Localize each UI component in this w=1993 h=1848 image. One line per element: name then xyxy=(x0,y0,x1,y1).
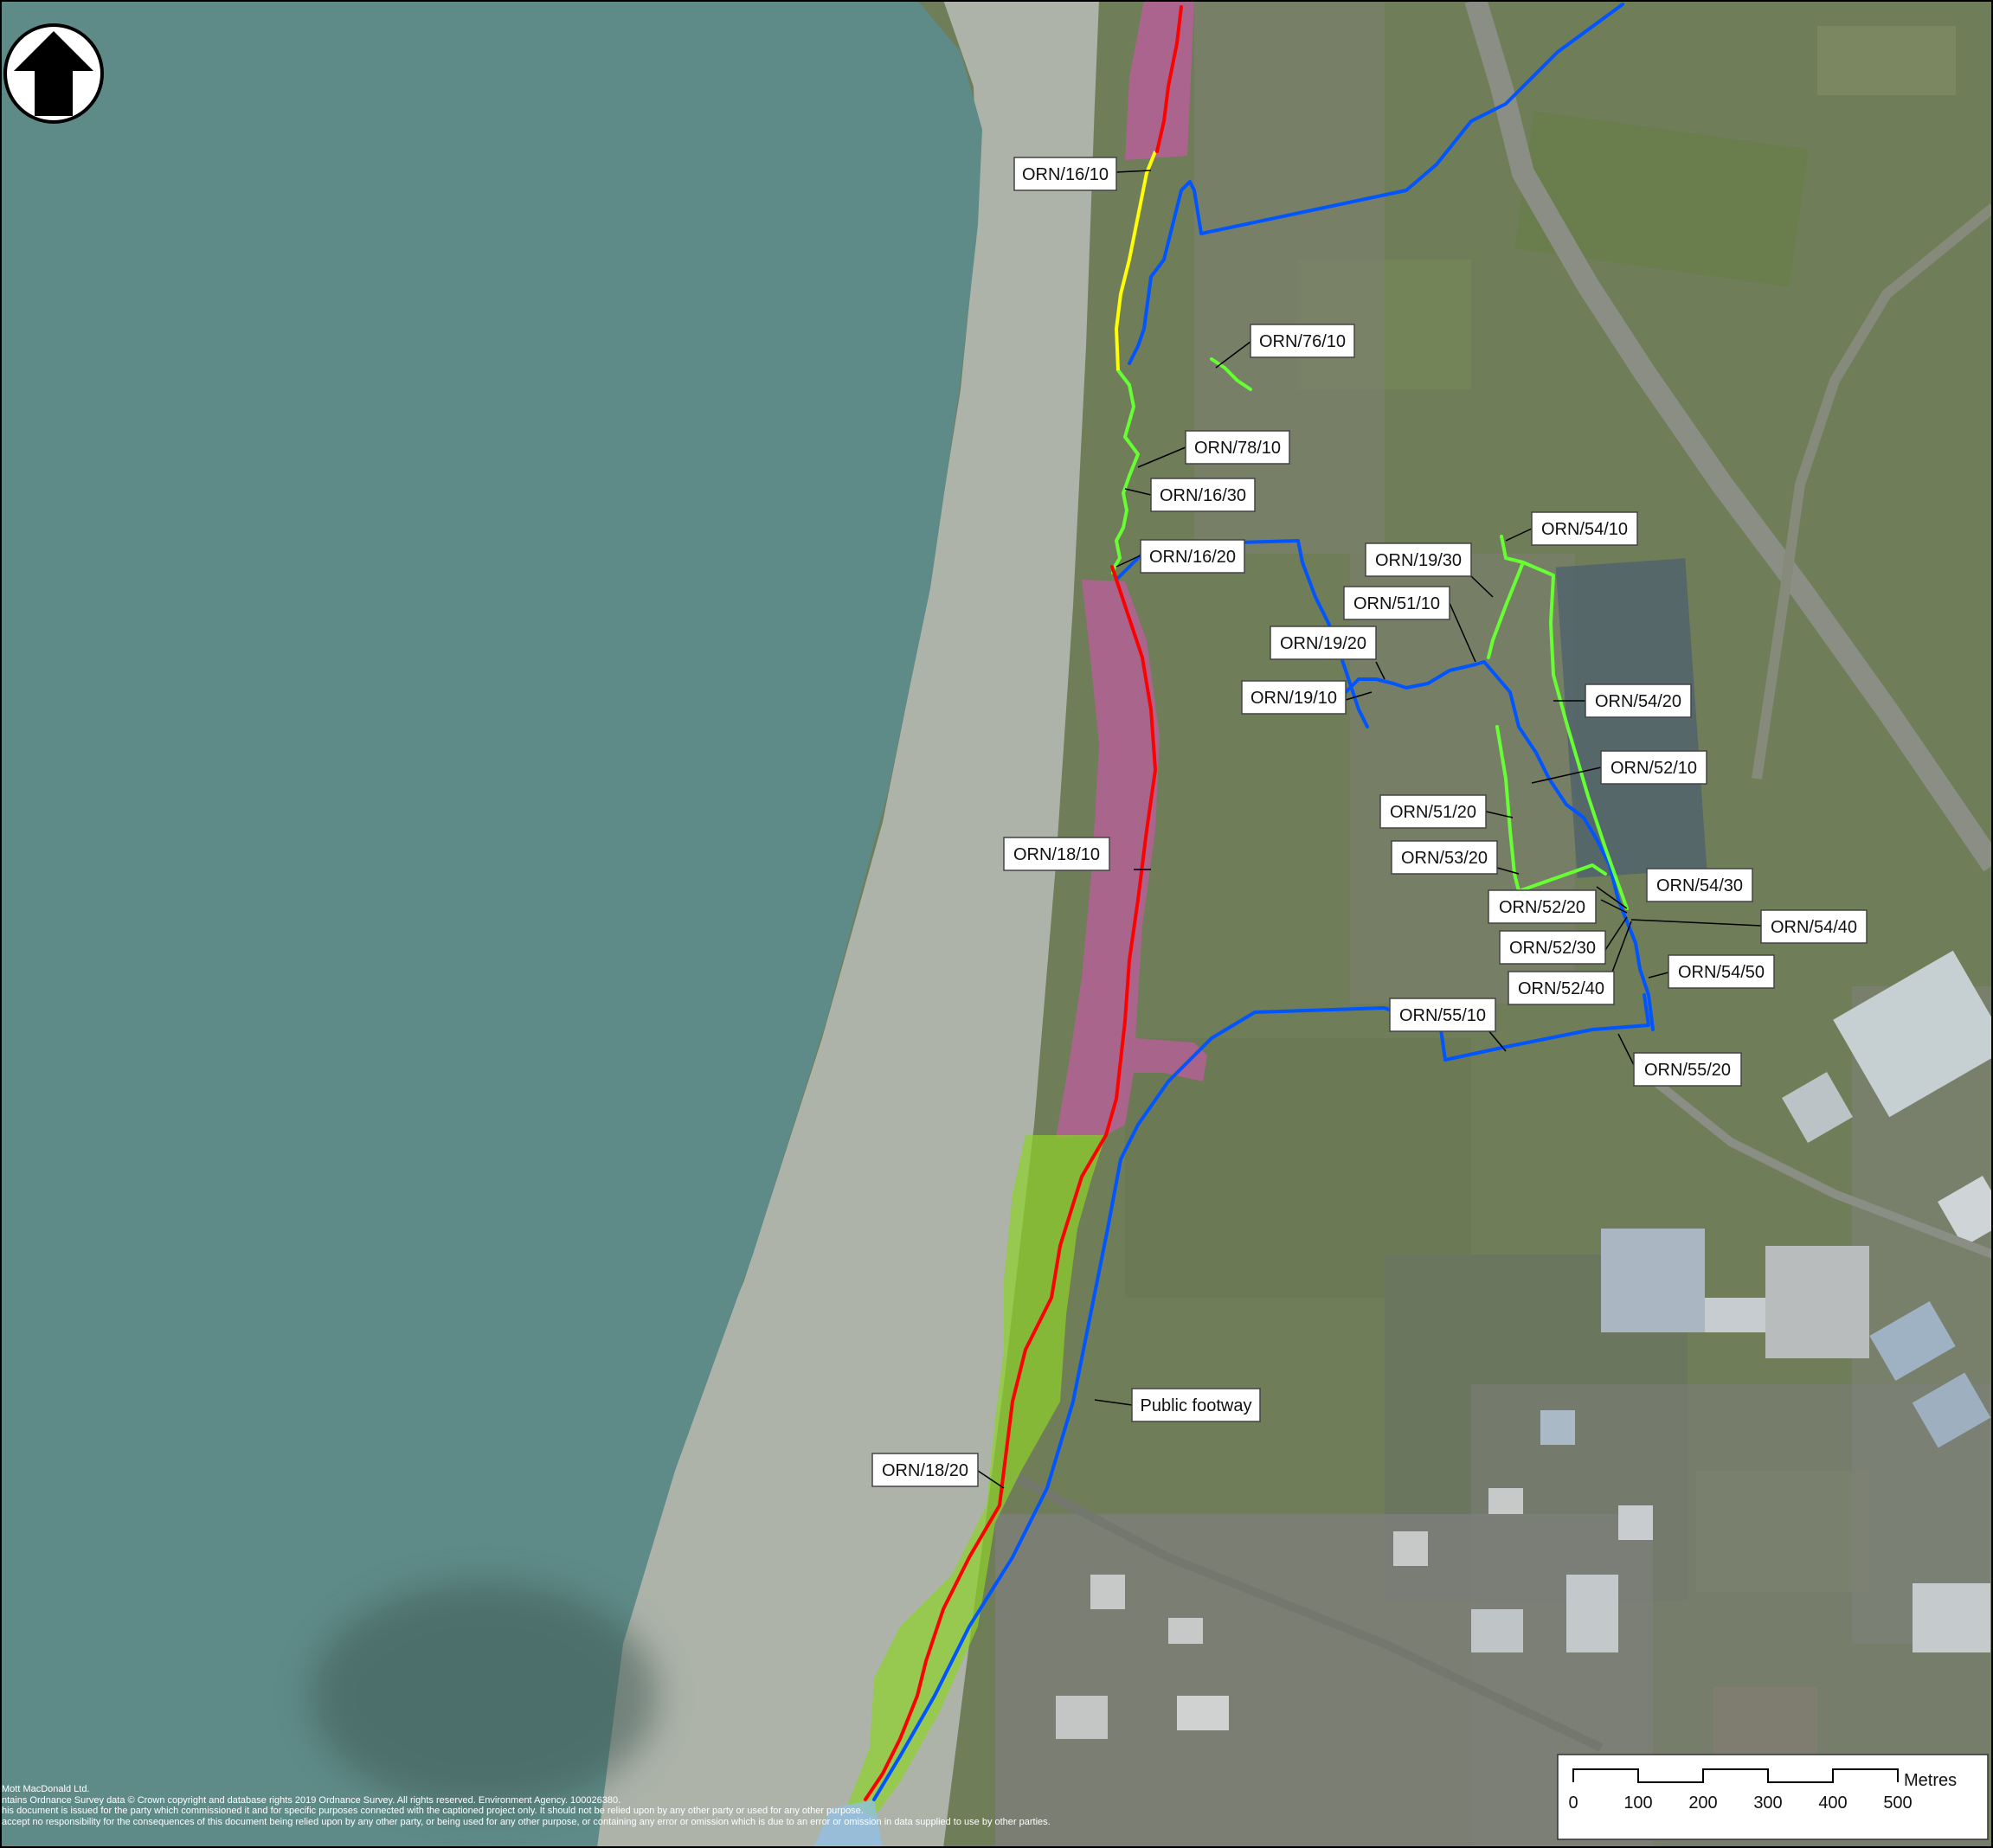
svg-text:ORN/54/50: ORN/54/50 xyxy=(1678,963,1765,982)
label-orn-19-20: ORN/19/20 xyxy=(1270,626,1377,660)
svg-text:ORN/51/20: ORN/51/20 xyxy=(1390,803,1476,822)
zone-lightblue xyxy=(813,1800,883,1848)
label-orn-18-10: ORN/18/10 xyxy=(1003,837,1110,871)
railway xyxy=(1001,1466,1604,1752)
scale-tick-200: 200 xyxy=(1688,1793,1717,1813)
label-orn-51-20: ORN/51/20 xyxy=(1379,794,1487,829)
credit-line: accept no responsibility for the consequ… xyxy=(2,1816,1051,1827)
svg-text:ORN/54/20: ORN/54/20 xyxy=(1595,692,1681,711)
routes-green xyxy=(1111,357,1629,910)
label-orn-16-30: ORN/16/30 xyxy=(1150,478,1256,512)
label-orn-55-20: ORN/55/20 xyxy=(1633,1052,1742,1087)
scale-tick-100: 100 xyxy=(1623,1793,1652,1813)
scale-bar: Metres 0 100 200 300 400 500 xyxy=(1557,1754,1989,1840)
svg-text:ORN/76/10: ORN/76/10 xyxy=(1259,332,1346,351)
label-orn-54-50: ORN/54/50 xyxy=(1668,954,1775,989)
route-yellow xyxy=(1114,151,1157,371)
scale-tick-500: 500 xyxy=(1883,1793,1912,1813)
label-orn-16-20: ORN/16/20 xyxy=(1140,539,1245,574)
scale-tick-0: 0 xyxy=(1568,1793,1578,1813)
label-orn-52-30: ORN/52/30 xyxy=(1499,930,1606,965)
label-orn-55-10: ORN/55/10 xyxy=(1389,998,1496,1032)
svg-text:ORN/52/40: ORN/52/40 xyxy=(1518,979,1604,998)
beach xyxy=(554,0,1099,1848)
solar-farm xyxy=(1555,558,1707,878)
road-east xyxy=(1641,1069,1993,1259)
label-orn-52-20: ORN/52/20 xyxy=(1488,889,1597,924)
svg-text:Public footway: Public footway xyxy=(1141,1396,1252,1415)
svg-text:ORN/53/20: ORN/53/20 xyxy=(1401,849,1488,868)
label-orn-18-20: ORN/18/20 xyxy=(871,1453,979,1487)
credit-line: ntains Ordnance Survey data © Crown copy… xyxy=(2,1794,621,1806)
svg-text:ORN/51/10: ORN/51/10 xyxy=(1353,594,1440,613)
svg-text:ORN/54/10: ORN/54/10 xyxy=(1541,520,1628,539)
svg-text:ORN/52/10: ORN/52/10 xyxy=(1610,759,1697,778)
routes-red xyxy=(864,5,1183,1801)
sea-shadow xyxy=(312,1583,658,1808)
svg-text:ORN/55/20: ORN/55/20 xyxy=(1644,1061,1731,1080)
zone-green xyxy=(848,1135,1106,1817)
sea xyxy=(0,0,982,1848)
label-orn-51-10: ORN/51/10 xyxy=(1343,586,1450,620)
label-orn-19-10: ORN/19/10 xyxy=(1241,680,1347,715)
svg-text:ORN/16/20: ORN/16/20 xyxy=(1149,548,1236,567)
copyright-credits: Mott MacDonald Ltd. ntains Ordnance Surv… xyxy=(2,1784,1300,1827)
label-orn-53-20: ORN/53/20 xyxy=(1391,840,1498,875)
svg-text:ORN/54/40: ORN/54/40 xyxy=(1771,918,1857,937)
svg-text:ORN/16/10: ORN/16/10 xyxy=(1022,165,1109,184)
trunk-road xyxy=(1752,203,1993,780)
credit-line: Mott MacDonald Ltd. xyxy=(2,1784,90,1794)
svg-text:ORN/55/10: ORN/55/10 xyxy=(1399,1006,1486,1025)
svg-text:ORN/16/30: ORN/16/30 xyxy=(1160,486,1246,505)
label-orn-19-30: ORN/19/30 xyxy=(1365,542,1472,577)
label-orn-54-20: ORN/54/20 xyxy=(1585,683,1692,718)
svg-text:ORN/18/20: ORN/18/20 xyxy=(882,1461,968,1480)
credit-line: his document is issued for the party whi… xyxy=(2,1806,864,1816)
label-public-footway: Public footway xyxy=(1131,1388,1261,1422)
zone-pink-south xyxy=(1056,580,1207,1138)
svg-text:ORN/19/20: ORN/19/20 xyxy=(1280,634,1366,653)
svg-text:ORN/52/20: ORN/52/20 xyxy=(1499,898,1585,917)
label-orn-76-10: ORN/76/10 xyxy=(1250,324,1355,358)
svg-text:ORN/52/30: ORN/52/30 xyxy=(1509,939,1596,958)
motorway xyxy=(1464,0,1993,872)
north-arrow-icon xyxy=(3,23,104,124)
label-orn-54-10: ORN/54/10 xyxy=(1531,511,1638,546)
scale-tick-300: 300 xyxy=(1753,1793,1782,1813)
svg-text:ORN/19/30: ORN/19/30 xyxy=(1375,551,1462,570)
label-orn-54-40: ORN/54/40 xyxy=(1760,909,1868,944)
leader-lines xyxy=(977,170,1762,1489)
scale-unit: Metres xyxy=(1904,1771,1957,1790)
scale-tick-400: 400 xyxy=(1818,1793,1847,1813)
svg-text:ORN/54/30: ORN/54/30 xyxy=(1656,876,1743,895)
label-orn-54-30: ORN/54/30 xyxy=(1646,868,1753,902)
label-orn-16-10: ORN/16/10 xyxy=(1013,157,1117,191)
label-orn-52-10: ORN/52/10 xyxy=(1600,750,1707,785)
label-orn-52-40: ORN/52/40 xyxy=(1508,971,1615,1005)
route-labels: ORN/16/10 ORN/76/10 ORN/78/10 ORN/16/30 … xyxy=(871,157,1868,1487)
label-orn-78-10: ORN/78/10 xyxy=(1185,430,1290,465)
svg-text:ORN/78/10: ORN/78/10 xyxy=(1194,439,1281,458)
svg-text:ORN/18/10: ORN/18/10 xyxy=(1013,845,1100,864)
svg-text:ORN/19/10: ORN/19/10 xyxy=(1250,689,1337,708)
